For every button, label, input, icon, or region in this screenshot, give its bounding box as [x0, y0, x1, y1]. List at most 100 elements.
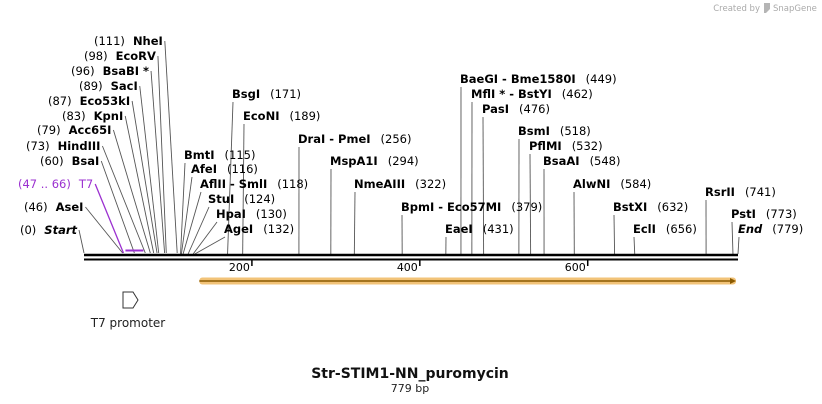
cut-line-kpni — [124, 115, 155, 254]
cut-position-bsai: (60) — [40, 154, 64, 168]
site-label-nhei[interactable]: (111) NheI — [94, 34, 163, 48]
site-label-kpni[interactable]: (83)KpnI — [62, 109, 123, 123]
site-label-bsabi[interactable]: (96) BsaBI * — [71, 64, 149, 78]
orf-arrow[interactable] — [199, 277, 736, 285]
cut-position-bsmi: (518) — [560, 124, 591, 138]
site-label-bsaai[interactable]: BsaAI(548) — [543, 154, 621, 168]
enzyme-name-bsabi: BsaBI * — [103, 64, 149, 78]
enzyme-name-bsaai: BsaAI — [543, 154, 580, 168]
site-label-afei[interactable]: AfeI(116) — [191, 162, 258, 176]
site-label-saci[interactable]: (89)SacI — [79, 79, 138, 93]
cut-position-nhei: (111) — [94, 34, 125, 48]
sequence-length: 779 bp — [391, 382, 429, 395]
enzyme-labels: (0) Start (46)AseI (47 .. 66)T7 (60)BsaI(73)… — [18, 34, 803, 237]
cut-position-start: (0) — [20, 223, 36, 237]
cut-line-pasi — [482, 116, 485, 255]
site-label-start[interactable]: (0) Start — [20, 223, 78, 237]
site-label-baegi[interactable]: BaeGI - Bme1580I(449) — [460, 72, 617, 86]
site-label-pflmi[interactable]: PflMI (532) — [529, 139, 603, 153]
site-label-alwni[interactable]: AlwNI(584) — [573, 177, 651, 191]
site-label-hpai[interactable]: HpaI(130) — [216, 207, 287, 221]
cut-position-bstxi: (632) — [657, 200, 688, 214]
t7-promoter-feature[interactable]: T7 promoter — [90, 291, 166, 330]
cut-line-acc65i — [112, 129, 151, 254]
site-label-eco53ki[interactable]: (87)Eco53kI — [48, 94, 130, 108]
site-label-aflii[interactable]: AflII - SmlI(118) — [200, 177, 308, 191]
site-label-bsai[interactable]: (60)BsaI — [40, 154, 99, 168]
cut-position-nmeaiii: (322) — [415, 177, 446, 191]
site-label-nmeaiii[interactable]: NmeAIII (322) — [354, 177, 446, 191]
site-label-agei[interactable]: AgeI(132) — [224, 222, 294, 236]
cut-position-saci: (89) — [79, 79, 103, 93]
site-label-psti[interactable]: PstI (773) — [731, 207, 797, 221]
cut-line-aflii — [182, 191, 202, 255]
enzyme-name-start: Start — [44, 223, 77, 237]
cut-position-pflmi: (532) — [572, 139, 603, 153]
ruler-label-200: 200 — [229, 261, 250, 274]
site-label-acc65i[interactable]: (79)Acc65I — [37, 123, 111, 137]
site-label-mfli[interactable]: MflI * - BstYI(462) — [471, 87, 593, 101]
enzyme-name-end: End — [738, 222, 763, 236]
enzyme-name-pflmi: PflMI — [529, 139, 562, 153]
enzyme-name-bstxi: BstXI — [613, 200, 647, 214]
cut-line-pflmi — [529, 153, 532, 255]
site-label-t7[interactable]: (47 .. 66)T7 — [18, 177, 93, 191]
enzyme-name-psti: PstI — [731, 207, 756, 221]
site-label-bmti[interactable]: BmtI(115) — [184, 148, 255, 162]
cut-line-bstxi — [613, 214, 616, 255]
site-label-end[interactable]: End(779) — [738, 222, 803, 236]
site-label-mspa1i[interactable]: MspA1I(294) — [330, 154, 419, 168]
cut-position-hpai: (130) — [256, 207, 287, 221]
cut-line-end — [737, 236, 740, 255]
cut-position-bsabi: (96) — [71, 64, 95, 78]
credit-brand: SnapGene — [773, 4, 817, 14]
cut-position-eco53ki: (87) — [48, 94, 72, 108]
ruler-label-600: 600 — [565, 261, 586, 274]
credit-text: Created by — [713, 4, 760, 14]
site-label-ecli[interactable]: EclI(656) — [633, 222, 697, 236]
cut-line-ecorv — [157, 55, 167, 254]
orf-arrowhead-icon — [730, 278, 736, 284]
cut-line-nhei — [164, 40, 178, 254]
site-label-ecorv[interactable]: (98) EcoRV — [84, 49, 156, 63]
cut-line-nmeaiii — [353, 191, 356, 255]
cut-position-ecorv: (98) — [84, 49, 108, 63]
cut-line-eco53ki — [131, 100, 158, 254]
cut-line-psti — [731, 221, 734, 255]
enzyme-name-ecorv: EcoRV — [116, 49, 156, 63]
enzyme-name-nmeaiii: NmeAIII — [354, 177, 405, 191]
cut-line-ecli — [633, 236, 636, 255]
site-label-eaei[interactable]: EaeI(431) — [445, 222, 514, 236]
cut-position-eaei: (431) — [483, 222, 514, 236]
site-label-stui[interactable]: StuI(124) — [208, 192, 275, 206]
site-label-bstxi[interactable]: BstXI (632) — [613, 200, 688, 214]
enzyme-name-alwni: AlwNI — [573, 177, 610, 191]
site-label-bsmi[interactable]: BsmI(518) — [518, 124, 591, 138]
cut-site-lines — [78, 40, 740, 255]
enzyme-name-mfli: MflI * - BstYI — [471, 87, 552, 101]
enzyme-name-agei: AgeI — [224, 222, 253, 236]
cut-line-econi — [242, 123, 245, 255]
cut-line-bsabi — [150, 70, 166, 254]
cut-position-bsgi: (171) — [270, 87, 301, 101]
site-label-econi[interactable]: EcoNI(189) — [243, 109, 320, 123]
enzyme-name-ecli: EclI — [633, 222, 656, 236]
enzyme-name-kpni: KpnI — [94, 109, 124, 123]
cut-line-t7 — [94, 183, 125, 254]
enzyme-name-nhei: NheI — [133, 34, 163, 48]
cut-line-asei — [85, 206, 123, 254]
enzyme-name-pasi: PasI — [482, 102, 509, 116]
site-label-hindiii[interactable]: (73)HindIII — [26, 139, 100, 153]
snapgene-logo-icon — [764, 3, 770, 13]
site-label-bpmi[interactable]: BpmI - Eco57MI(379) — [401, 200, 542, 214]
site-label-asei[interactable]: (46)AseI — [24, 200, 83, 214]
site-label-bsgi[interactable]: BsgI(171) — [232, 87, 301, 101]
site-label-rsrii[interactable]: RsrII(741) — [705, 185, 776, 199]
cut-position-psti: (773) — [766, 207, 797, 221]
t7-promoter-label: T7 promoter — [90, 316, 166, 330]
site-label-drai[interactable]: DraI - PmeI(256) — [298, 132, 411, 146]
site-label-pasi[interactable]: PasI(476) — [482, 102, 550, 116]
enzyme-name-afei: AfeI — [191, 162, 217, 176]
cut-position-mspa1i: (294) — [388, 154, 419, 168]
